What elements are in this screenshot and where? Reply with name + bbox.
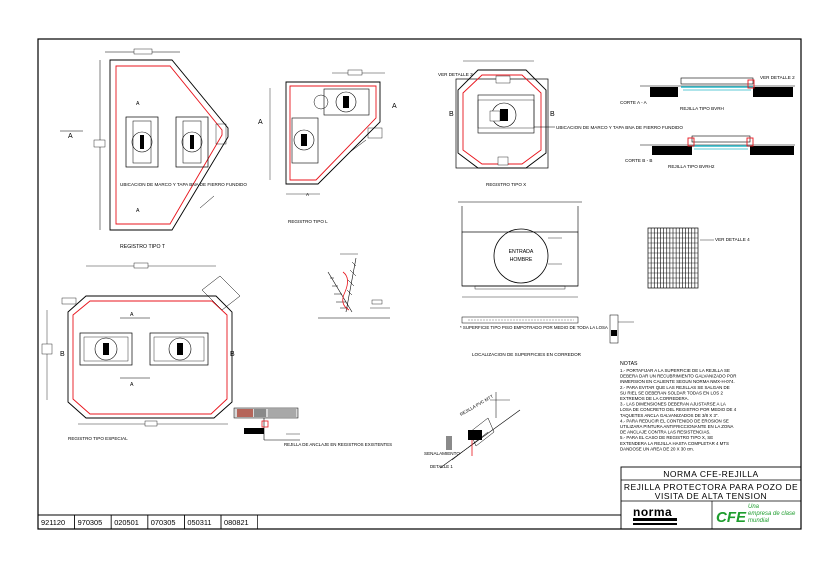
tipo-t-mark-bottom: A [136,208,140,214]
nota-line: LOSA DE CONCRETO DEL REGISTRO POR MEDIO … [620,407,737,412]
revision-cell [220,514,258,530]
cfe-tagline-2: empresa de clase [748,511,796,517]
registro-tipo-x: UBICACION DE MARCO Y TAPA BNA DE FIERRO … [438,60,683,187]
rejilla-b-label: REJILLA TIPO BVRH2 [668,164,715,169]
nota-line: 2.- PARA EVITAR QUE LAS REJILLAS SE SALG… [620,385,730,390]
corte-b-label: CORTE B - B [625,158,652,163]
nota-line: EXTENDERA LA REJILLA HASTA COMPLETAR 4 M… [620,441,729,446]
tipo-t-mark-top: A [136,101,140,107]
especial-mark-top: A [130,312,134,318]
title-line-1: REJILLA PROTECTORA PARA POZO DE [624,482,798,492]
revision-date: 970305 [78,518,103,527]
norma-title: NORMA CFE-REJILLA [663,469,758,479]
tipo-x-ver-detalle: VER DETALLE 3 [438,72,473,77]
detalle-1: REJILLA PVC MTT SENALAMIENTO DETALLE 1 [424,392,521,469]
revision-date: 921120 [41,518,65,527]
norma-logo: norma [633,505,672,519]
nota-line: DANDOSE UN AREA DE 20 X 30 cm. [620,446,694,451]
grid-detail-label: VER DETALLE 4 [715,237,750,242]
cfe-tagline-3: mundial [748,518,770,524]
cfe-logo: CFE [716,509,747,526]
registro-tipo-especial: A A B B REGISTRO TIPO ESPECIAL [41,262,241,441]
localizacion-note: * SUPERFICIE TIPO PISO EMPOTRADO POR MED… [460,325,608,330]
especial-caption: REGISTRO TIPO ESPECIAL [68,436,128,441]
tipo-x-mark-left: B [449,111,454,118]
revision-date: 070305 [151,518,176,527]
revision-date: 080821 [224,518,249,527]
nota-line: 3.- LAS DIMENSIONES DEBERAN AJUSTARSE A … [620,402,726,407]
registro-tipo-t: A A A UBICACION DE MARCO Y TAPA BNA DE F… [60,48,247,250]
nota-line: 4.- PARA REDUCIR EL CONTENIDO DE EROSION… [620,418,729,423]
revision-date: 050311 [187,518,211,527]
diagonal-section [318,253,390,319]
detalle1-side: SENALAMIENTO [424,451,460,456]
nota-line: DE ANCLAJE CONTRA LAS RESISTENCIAS. [620,430,711,435]
hombre-label: HOMBRE [510,257,533,263]
revision-date: 020501 [114,518,139,527]
grid-detail [647,227,699,289]
tipo-l-mark-bottom: A [306,192,310,197]
tipo-t-mark-left: A [68,133,73,140]
small-detail [609,314,634,344]
corte-a-label: CORTE A - A [620,100,648,105]
tipo-l-caption: REGISTRO TIPO L [288,219,328,224]
localizacion-caption: LOCALIZACION DE SUPERFICIES EN CORREDOR [472,352,582,357]
registro-tipo-l: A A A REGISTRO TIPO L [258,69,397,224]
nota-line: SU RIEL SE DEBERAN SOLDAR TODAS EN LOS 2 [620,390,723,395]
notas-block: NOTAS 1.- PORTAFIJAR A LA SUPERFICIE DE … [620,361,737,451]
entrada-label: ENTRADA [509,249,534,255]
tipo-l-mark-left: A [258,119,263,126]
anchor-detail: REJILLA DE ANCLAJE EN REGISTROS EXISTENT… [233,407,392,447]
nota-line: INMERSION EN CALIENTE SEGUN NORMA NMX-H-… [620,379,735,384]
cortes-sections: CORTE A - A REJILLA TIPO BVRH VER DETALL… [620,75,795,169]
nota-line: EXTREMOS DE LA CORREDERA. [620,396,689,401]
revisions-strip: 921120 970305 020501 070305 050311 080821 [37,514,621,530]
tipo-t-caption: REGISTRO TIPO T [120,244,166,250]
nota-line: DEBERA DAR UN RECUBRIMIENTO GALVANIZADO … [620,374,736,379]
nota-line: 5.- PARA EL CASO DE REGISTRO TIPO X, SE [620,435,713,440]
nota-line: TAQUETES ANCLA GALVANIZADOS DE 3/8 X 3". [620,413,719,418]
title-line-2: VISITA DE ALTA TENSION [655,491,767,501]
rejilla-a-label: REJILLA TIPO BVRH [680,106,724,111]
detalle1-caption: DETALLE 1 [430,464,453,469]
nota-line: UTILIZARA PINTURA ANTIFRICCIONANTE EN LA… [620,424,734,429]
especial-mark-bottom: A [130,382,134,388]
anchor-note: REJILLA DE ANCLAJE EN REGISTROS EXISTENT… [284,442,392,447]
localizacion-corredor: ENTRADA HOMBRE * SUPERFICIE TIPO PISO EM… [458,201,608,357]
tipo-x-mark-right: B [550,111,555,118]
tipo-x-note: UBICACION DE MARCO Y TAPA BNA DE FIERRO … [556,125,683,130]
title-block: NORMA CFE-REJILLA REJILLA PROTECTORA PAR… [620,466,802,530]
tipo-t-note: UBICACION DE MARCO Y TAPA BNA DE FIERRO … [120,182,247,187]
tipo-l-mark-right: A [392,103,397,110]
detalle1-label: REJILLA PVC MTT [459,394,494,417]
especial-mark-left: B [60,351,65,358]
ver-detalle-2: VER DETALLE 2 [760,75,795,80]
notas-title: NOTAS [620,361,638,367]
especial-mark-right: B [230,351,235,358]
cfe-tagline-1: Una [748,504,760,510]
tipo-x-caption: REGISTRO TIPO X [486,182,526,187]
nota-line: 1.- PORTAFIJAR A LA SUPERFICIE DE LA REJ… [620,368,730,373]
sheet-border [37,38,802,530]
